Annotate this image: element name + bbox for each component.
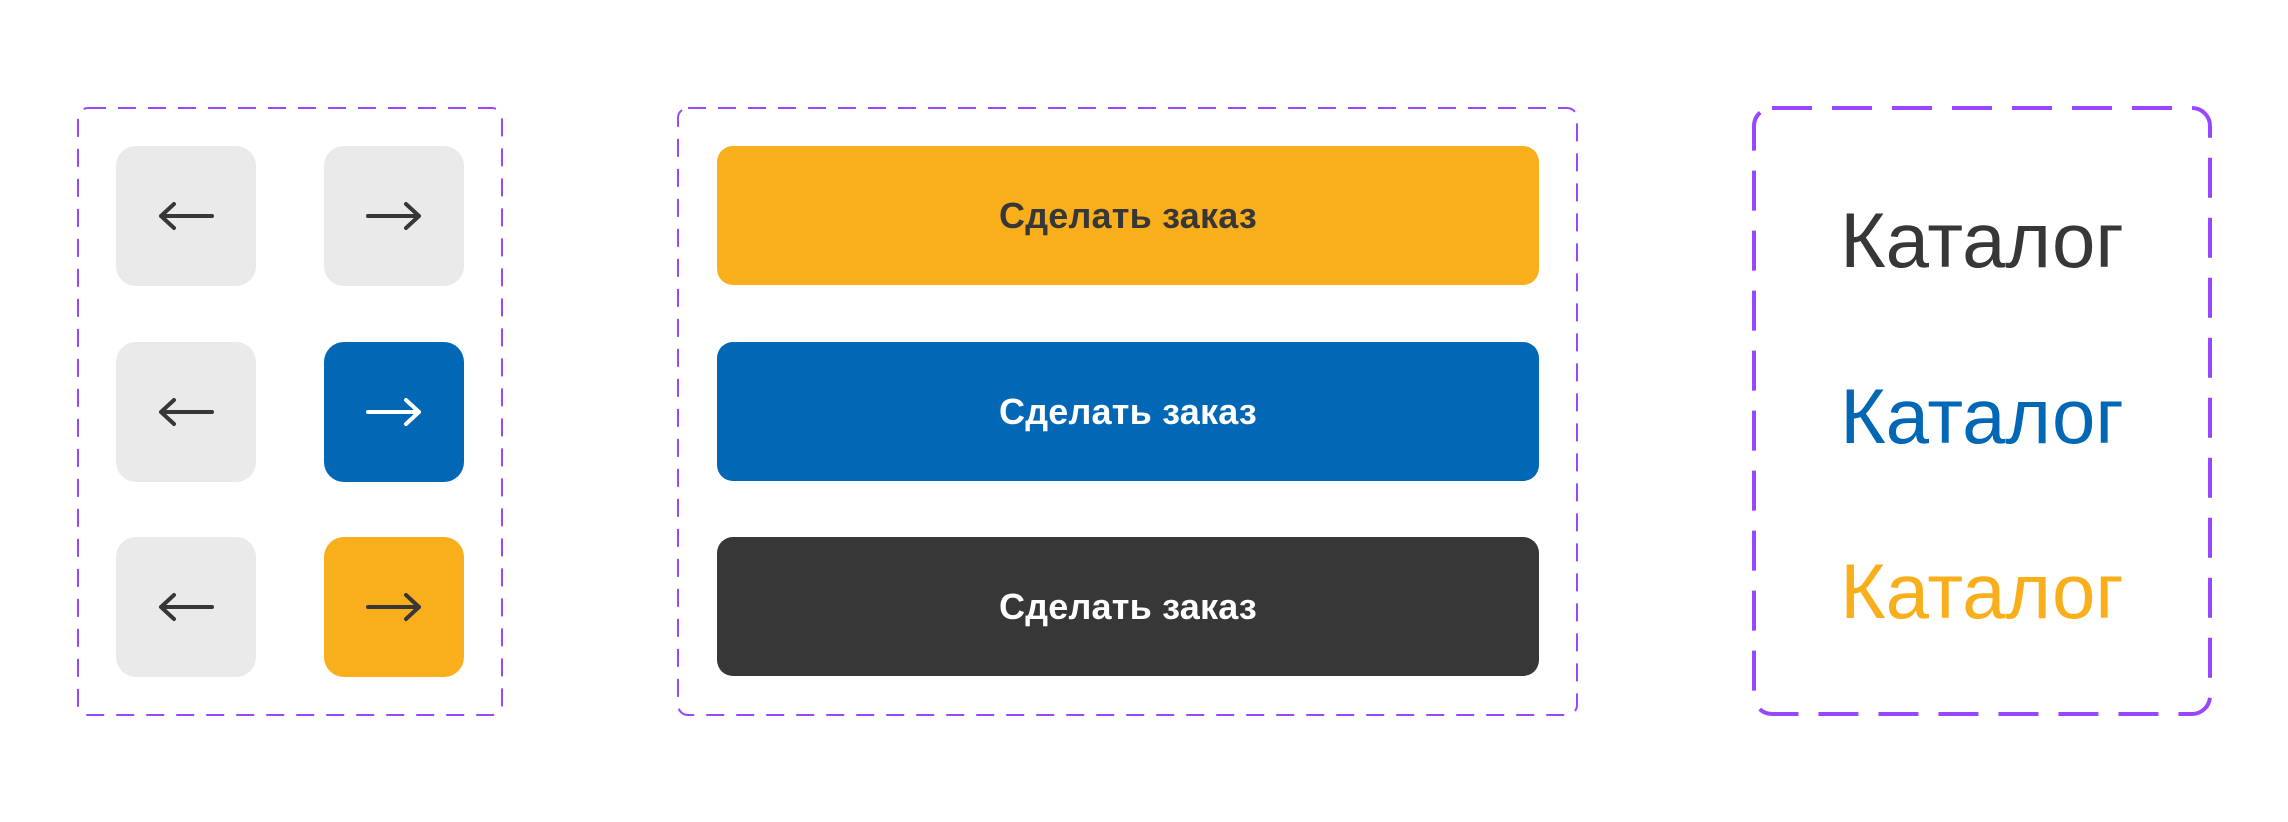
arrow-left-icon (159, 398, 214, 426)
catalog-link-dark[interactable]: Каталог (1840, 196, 2124, 284)
next-button-orange[interactable] (324, 537, 464, 677)
catalog-links-panel: Каталог Каталог Каталог (1752, 106, 2212, 716)
arrow-right-icon (366, 593, 421, 621)
order-buttons-panel: Сделать заказ Сделать заказ Сделать зака… (677, 107, 1578, 716)
dashed-frame (677, 107, 1578, 716)
prev-button-default[interactable] (116, 146, 256, 286)
arrow-right-icon (366, 398, 421, 426)
order-button-blue[interactable]: Сделать заказ (717, 342, 1539, 481)
prev-button-default[interactable] (116, 342, 256, 482)
arrow-buttons-panel (77, 107, 503, 716)
arrow-left-icon (159, 202, 214, 230)
prev-button-default[interactable] (116, 537, 256, 677)
next-button-blue[interactable] (324, 342, 464, 482)
order-button-label: Сделать заказ (999, 194, 1257, 236)
order-button-label: Сделать заказ (999, 585, 1257, 627)
catalog-link-orange[interactable]: Каталог (1840, 547, 2124, 635)
order-button-label: Сделать заказ (999, 390, 1257, 432)
arrow-right-icon (366, 202, 421, 230)
order-button-dark[interactable]: Сделать заказ (717, 537, 1539, 676)
arrow-left-icon (159, 593, 214, 621)
order-button-orange[interactable]: Сделать заказ (717, 146, 1539, 285)
next-button-default[interactable] (324, 146, 464, 286)
catalog-link-blue[interactable]: Каталог (1840, 372, 2124, 460)
dashed-frame (1752, 106, 2212, 716)
